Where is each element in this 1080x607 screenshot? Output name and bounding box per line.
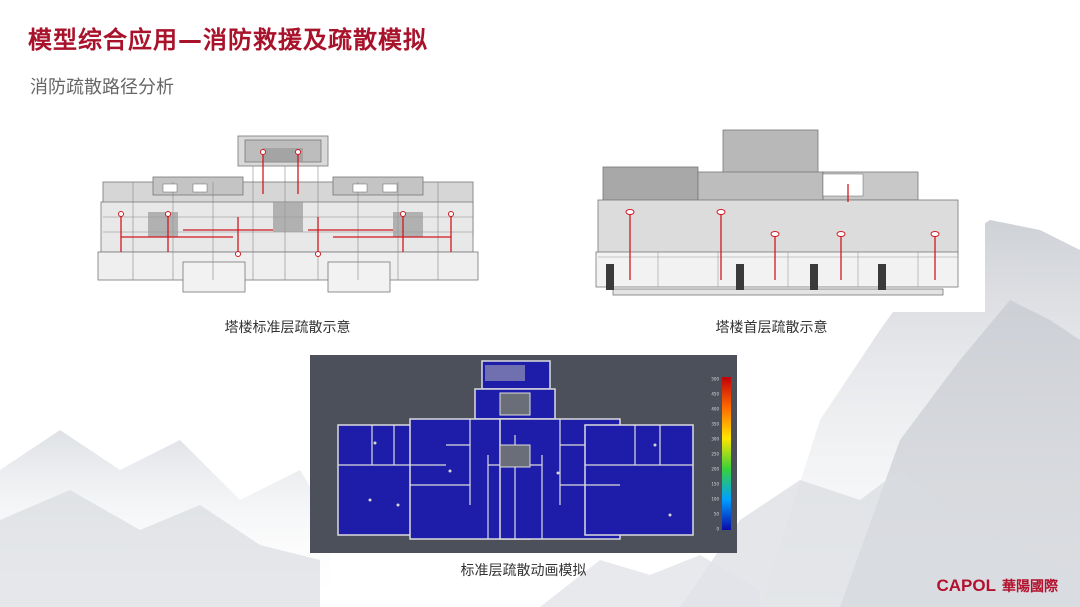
capol-logo: CAPOL 華陽國際 (937, 576, 1059, 596)
legend-tick-label: 250 (711, 452, 719, 457)
ground-floor-elevation-drawing (595, 129, 959, 296)
legend-tick-label: 450 (711, 392, 719, 397)
ground-floor-evacuation-figure (558, 112, 985, 312)
figure-caption-standard-floor: 塔楼标准层疏散示意 (224, 320, 351, 336)
legend-tick-label: 100 (711, 497, 719, 502)
brand-latin: CAPOL (936, 576, 997, 595)
legend-tick-label: 0 (716, 527, 719, 532)
figure-caption-ground-floor: 塔楼首层疏散示意 (715, 320, 828, 336)
legend-tick-label: 50 (714, 512, 720, 517)
legend-tick-label: 300 (711, 437, 719, 442)
figure-caption-simulation: 标准层疏散动画模拟 (460, 563, 587, 579)
standard-floor-evacuation-figure (73, 112, 502, 312)
slide-subtitle: 消防疏散路径分析 (30, 77, 174, 98)
legend-tick-label: 400 (711, 407, 719, 412)
legend-tick-label: 500 (711, 377, 719, 382)
brand-chinese: 華陽國際 (1002, 579, 1058, 595)
standard-floor-elevation-drawing (97, 135, 479, 293)
legend-tick-label: 350 (711, 422, 719, 427)
color-scale-bar (722, 377, 731, 530)
slide-title: 模型综合应用—消防救援及疏散模拟 (28, 26, 428, 54)
legend-tick-label: 200 (711, 467, 719, 472)
legend-tick-label: 150 (711, 482, 719, 487)
